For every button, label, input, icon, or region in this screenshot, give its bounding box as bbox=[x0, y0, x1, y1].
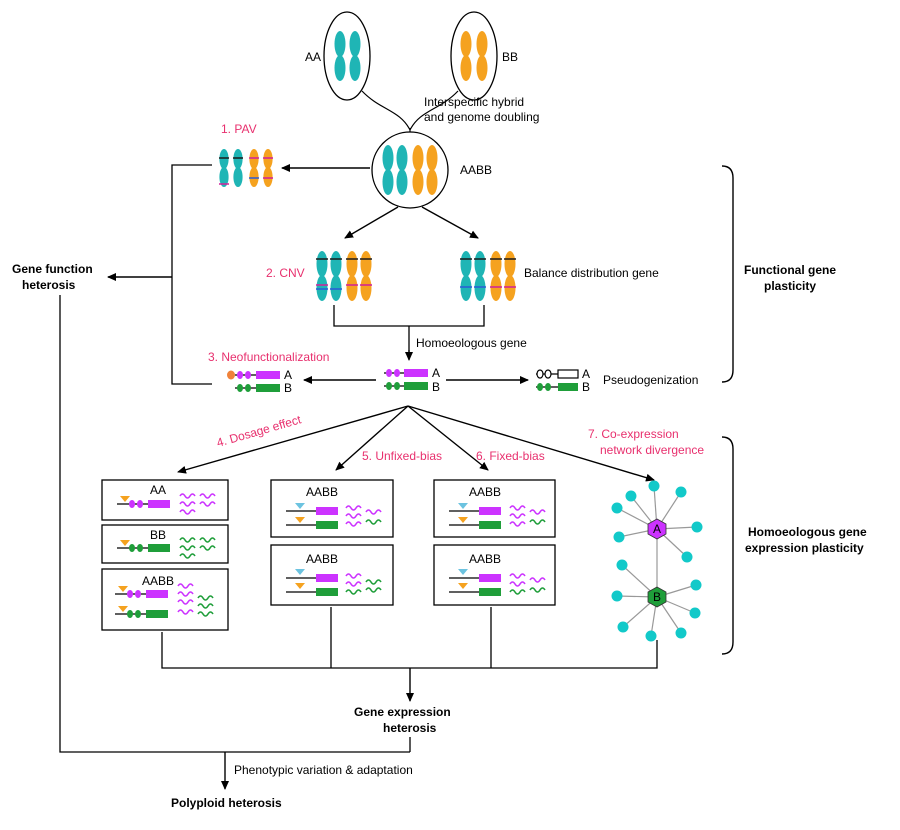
expression-plasticity-line1: Homoeologous gene bbox=[748, 525, 867, 539]
step-fixed-label: 6. Fixed-bias bbox=[476, 449, 545, 463]
pseudogenization-label: Pseudogenization bbox=[603, 373, 698, 387]
dosage-box-aabb: AABB bbox=[101, 568, 229, 631]
parent-aa: AA bbox=[305, 11, 371, 101]
neo-tag-b: B bbox=[284, 381, 292, 395]
left-bracket bbox=[171, 164, 212, 385]
hub-a: A bbox=[647, 518, 667, 540]
center-tag-a: A bbox=[432, 366, 440, 380]
hybrid-aabb: AABB bbox=[371, 131, 492, 209]
arrow-to-cnv-right bbox=[421, 206, 479, 239]
step-neo-label: 3. Neofunctionalization bbox=[208, 350, 329, 364]
step-cnv-label: 2. CNV bbox=[266, 266, 305, 280]
arrow-to-dosage bbox=[177, 405, 409, 474]
arrow-to-cnv-left bbox=[344, 206, 399, 239]
parent-aa-label: AA bbox=[305, 50, 321, 64]
unfixed-1-label: AABB bbox=[306, 485, 338, 499]
parent-bb-label: BB bbox=[502, 50, 518, 64]
gene-function-line2: heterosis bbox=[22, 278, 76, 292]
functional-plasticity-line1: Functional gene bbox=[744, 263, 836, 277]
unfixed-box-1: AABB bbox=[270, 479, 394, 538]
cnv-left-chromosomes bbox=[316, 251, 372, 301]
right-bracket-functional bbox=[721, 165, 734, 383]
neo-gene-pair: A B bbox=[227, 368, 292, 395]
dosage-box-aa: AA bbox=[101, 479, 229, 521]
step-pav-label: 1. PAV bbox=[221, 122, 257, 136]
functional-plasticity-line2: plasticity bbox=[764, 279, 816, 293]
arrow-to-coexp bbox=[407, 405, 655, 482]
unfixed-2-label: AABB bbox=[306, 552, 338, 566]
step-dosage-label: 4. Dosage effect bbox=[215, 412, 303, 450]
dosage-bb-label: BB bbox=[150, 528, 166, 542]
gene-expression-line1: Gene expression bbox=[354, 705, 451, 719]
dosage-box-bb: BB bbox=[101, 524, 229, 564]
step-coexp-line1: 7. Co-expression bbox=[588, 427, 679, 441]
phenotypic-label: Phenotypic variation & adaptation bbox=[234, 763, 413, 777]
gene-function-line1: Gene function bbox=[12, 262, 93, 276]
right-bracket-expression bbox=[721, 436, 734, 655]
pseudo-tag-a: A bbox=[582, 367, 590, 381]
fixed-box-1: AABB bbox=[433, 479, 556, 538]
dosage-aabb-label: AABB bbox=[142, 574, 174, 588]
step-unfixed-label: 5. Unfixed-bias bbox=[362, 449, 442, 463]
homoeologous-gene-pair: A B bbox=[384, 366, 440, 394]
cnv-right-chromosomes bbox=[460, 251, 516, 301]
expression-merge-line bbox=[161, 607, 658, 669]
network-nodes bbox=[611, 480, 703, 642]
gene-function-down-line bbox=[59, 295, 410, 753]
step-coexp-line2: network divergence bbox=[600, 443, 704, 457]
hub-b: B bbox=[647, 586, 667, 608]
fixed-box-2: AABB bbox=[433, 544, 556, 606]
polyploid-heterosis-label: Polyploid heterosis bbox=[171, 796, 282, 810]
center-tag-b: B bbox=[432, 380, 440, 394]
hub-b-label: B bbox=[653, 590, 661, 604]
hub-a-label: A bbox=[653, 522, 661, 536]
balance-gene-label: Balance distribution gene bbox=[524, 266, 659, 280]
gene-expression-line2: heterosis bbox=[383, 721, 437, 735]
homoeologous-gene-label: Homoeologous gene bbox=[416, 336, 527, 350]
hybrid-note-line1: Interspecific hybrid bbox=[424, 95, 524, 109]
expression-plasticity-line2: expression plasticity bbox=[745, 541, 864, 555]
pseudo-tag-b: B bbox=[582, 380, 590, 394]
arrow-to-unfixed bbox=[335, 405, 409, 471]
pav-chromosomes bbox=[219, 149, 273, 187]
hybrid-note-line2: and genome doubling bbox=[424, 110, 539, 124]
neo-tag-a: A bbox=[284, 368, 292, 382]
parent-bb: BB bbox=[450, 11, 518, 101]
pseudo-gene-pair: A B bbox=[536, 367, 590, 394]
center-aabb-label: AABB bbox=[460, 163, 492, 177]
fixed-2-label: AABB bbox=[469, 552, 501, 566]
dosage-aa-label: AA bbox=[150, 483, 166, 497]
fixed-1-label: AABB bbox=[469, 485, 501, 499]
unfixed-box-2: AABB bbox=[270, 544, 394, 606]
arrow-to-fixed bbox=[407, 405, 489, 471]
